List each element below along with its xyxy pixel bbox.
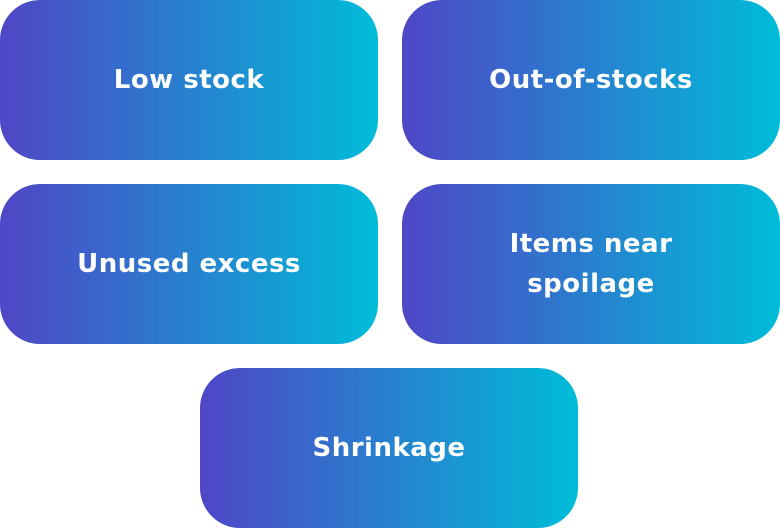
tile-shrinkage: Shrinkage: [200, 368, 578, 528]
tile-out-of-stocks: Out-of-stocks: [402, 0, 780, 160]
tile-label: Shrinkage: [312, 433, 466, 463]
tile-label: Low stock: [113, 65, 265, 95]
tile-low-stock: Low stock: [0, 0, 378, 160]
tile-items-near-spoilage: Items near spoilage: [402, 184, 780, 344]
tile-unused-excess: Unused excess: [0, 184, 378, 344]
tile-label: Out-of-stocks: [489, 65, 693, 95]
tile-label: Items near spoilage: [509, 229, 673, 299]
tile-label: Unused excess: [77, 249, 301, 279]
